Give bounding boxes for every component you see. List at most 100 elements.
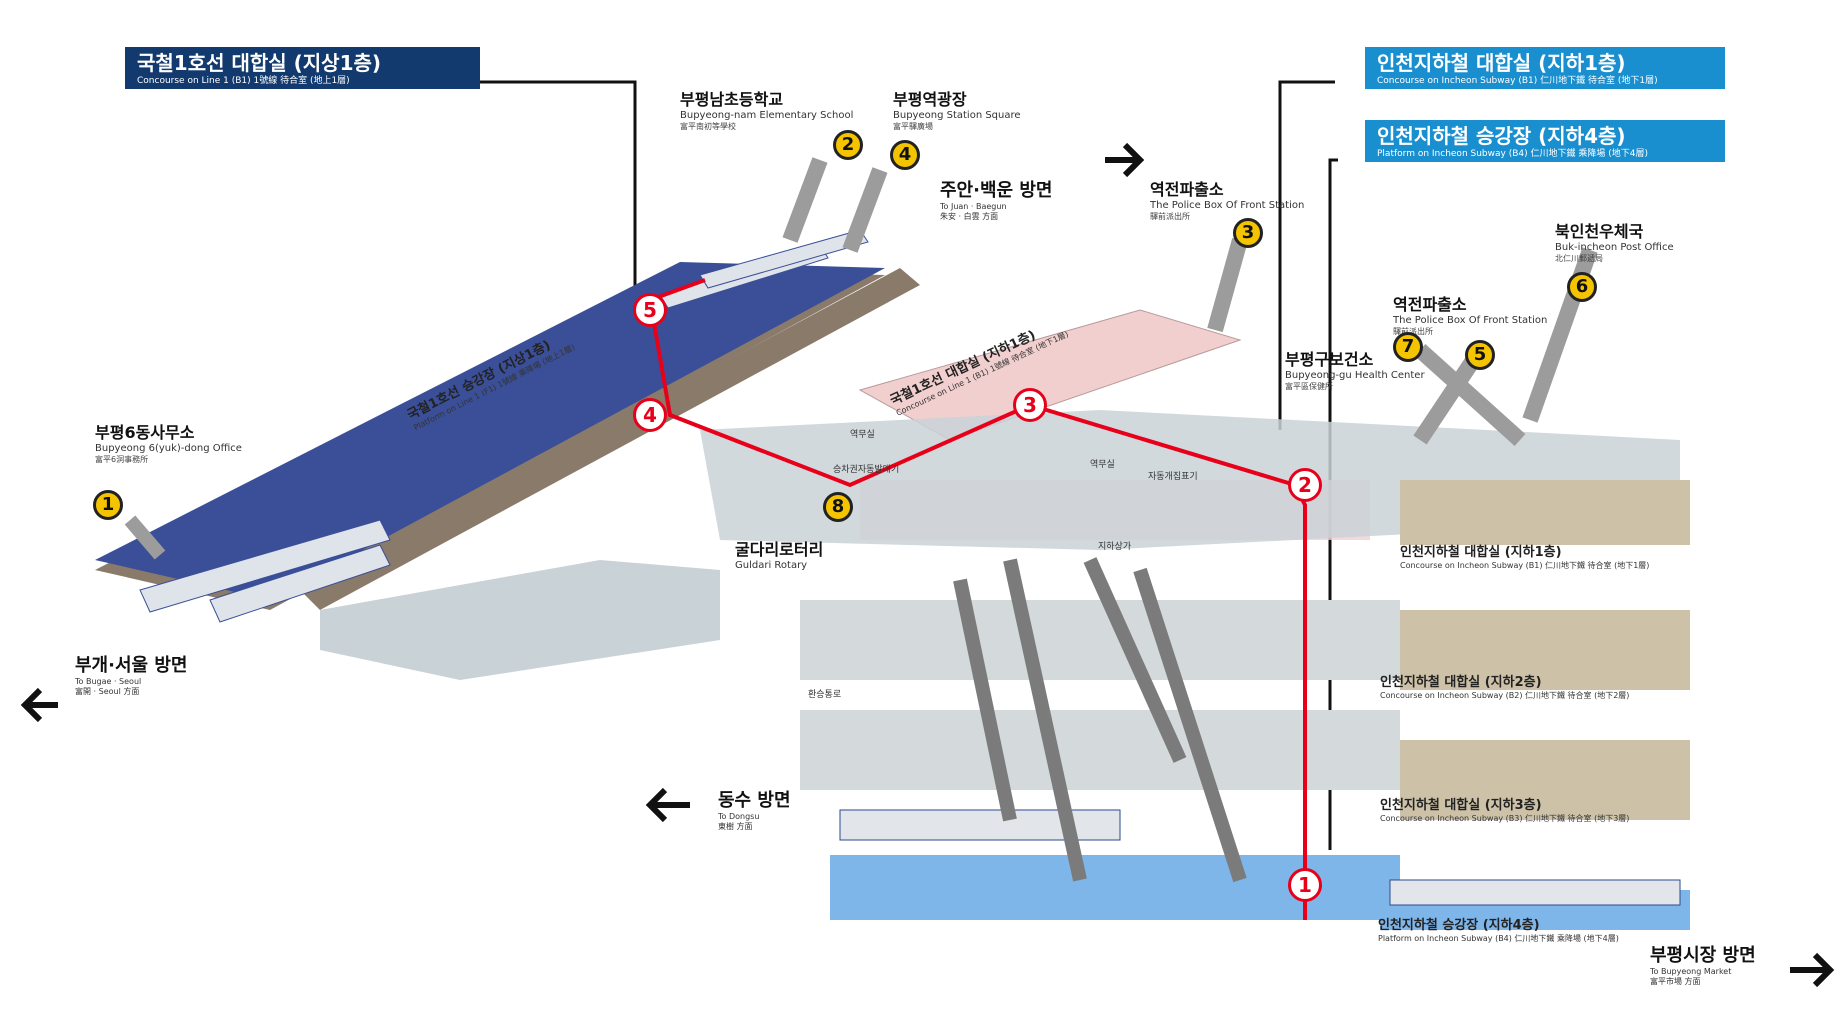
exit-3-badge[interactable]: 3 — [1233, 218, 1263, 248]
route-point-5[interactable]: 5 — [633, 293, 667, 327]
line1-concourse-leader — [470, 80, 637, 300]
landmark-square: 부평역광장 Bupyeong Station Square 富平驛廣場 — [893, 90, 1021, 132]
exit-7-badge[interactable]: 7 — [1393, 332, 1423, 362]
route-point-1[interactable]: 1 — [1288, 868, 1322, 902]
direction-bugae-en: To Bugae · Seoul — [75, 677, 142, 686]
landmark-police-1-en: The Police Box Of Front Station — [1150, 200, 1305, 211]
exit-8-badge[interactable]: 8 — [823, 492, 853, 522]
floor-incheon-b4-ko: 인천지하철 승강장 (지하4층) — [1378, 918, 1540, 933]
escalator-1 — [953, 578, 1017, 822]
landmark-school-cn: 富平南初等學校 — [680, 122, 736, 131]
b3-tan-area — [1400, 740, 1690, 820]
b1-tan-area — [1400, 480, 1690, 545]
landmark-health-center: 부평구보건소 Bupyeong-gu Health Center 富平區保健所 — [1285, 350, 1425, 392]
landmark-police-1-ko: 역전파출소 — [1150, 180, 1224, 199]
floor-incheon-b2-en: Concourse on Incheon Subway (B2) 仁川地下鐵 待… — [1380, 691, 1630, 700]
arrow-dongsu — [645, 787, 690, 823]
landmark-post-office-ko: 북인천우체국 — [1555, 222, 1644, 241]
exit-4-stairs — [842, 167, 888, 253]
landmark-square-en: Bupyeong Station Square — [893, 110, 1021, 121]
banner-incheon-concourse: 인천지하철 대합실 (지하1층) Concourse on Incheon Su… — [1365, 47, 1725, 89]
incheon-concourse-leader — [1278, 80, 1335, 430]
banner-incheon-platform: 인천지하철 승강장 (지하4층) Platform on Incheon Sub… — [1365, 120, 1725, 162]
floor-incheon-b3-en: Concourse on Incheon Subway (B3) 仁川地下鐵 待… — [1380, 814, 1630, 823]
incheon-concourse-b3 — [800, 710, 1400, 790]
direction-juan: 주안·백운 방면 To Juan · Baegun 朱安 · 白雲 方面 — [940, 180, 1052, 222]
arrow-bugae — [20, 687, 58, 723]
direction-dongsu-ko: 동수 방면 — [718, 790, 791, 811]
left-walkway — [320, 560, 720, 680]
floor-incheon-b2-ko: 인천지하철 대합실 (지하2층) — [1380, 675, 1542, 690]
exit-1-stairs — [124, 515, 166, 560]
escalator-2 — [1003, 558, 1087, 882]
floor-incheon-b2: 인천지하철 대합실 (지하2층) Concourse on Incheon Su… — [1380, 675, 1629, 701]
banner-line1-concourse: 국철1호선 대합실 (지상1층) Concourse on Line 1 (B1… — [125, 47, 480, 89]
exit-1-badge[interactable]: 1 — [93, 490, 123, 520]
floor-incheon-b4: 인천지하철 승강장 (지하4층) Platform on Incheon Sub… — [1378, 918, 1619, 944]
arrow-juan — [1105, 142, 1145, 178]
exit-2-stairs — [782, 157, 828, 243]
landmark-dong-office-ko: 부평6동사무소 — [95, 423, 195, 442]
landmark-dong-office-en: Bupyeong 6(yuk)-dong Office — [95, 443, 242, 454]
banner-incheon-platform-title: 인천지하철 승강장 (지하4층) — [1377, 124, 1626, 148]
banner-line1-concourse-title: 국철1호선 대합실 (지상1층) — [137, 51, 382, 75]
landmark-police-1-cn: 驛前派出所 — [1150, 212, 1190, 221]
landmark-health-center-en: Bupyeong-gu Health Center — [1285, 370, 1425, 381]
landmark-police-2-ko: 역전파출소 — [1393, 295, 1467, 314]
direction-bugae-ko: 부개·서울 방면 — [75, 655, 188, 676]
floor-incheon-b4-en: Platform on Incheon Subway (B4) 仁川地下鐵 乘降… — [1378, 934, 1619, 943]
floor-incheon-b1-ko: 인천지하철 대합실 (지하1층) — [1400, 545, 1562, 560]
floor-incheon-b1-en: Concourse on Incheon Subway (B1) 仁川地下鐵 待… — [1400, 561, 1650, 570]
station-office-label-1: 역무실 — [850, 430, 875, 440]
line1-train-2 — [209, 544, 391, 623]
exit-6-badge[interactable]: 6 — [1567, 272, 1597, 302]
exit-3-stairs — [1207, 237, 1248, 333]
landmark-police-2: 역전파출소 The Police Box Of Front Station 驛前… — [1393, 295, 1547, 337]
landmark-dong-office-cn: 富平6洞事務所 — [95, 455, 149, 464]
escalator-4 — [1133, 567, 1247, 883]
banner-line1-concourse-subtitle: Concourse on Line 1 (B1) 1號線 待合室 (地上1層) — [137, 76, 350, 86]
landmark-post-office-en: Buk-incheon Post Office — [1555, 242, 1674, 253]
ticket-gate-label: 자동개집표기 — [1148, 472, 1198, 482]
route-point-2[interactable]: 2 — [1288, 468, 1322, 502]
underground-mall-label: 지하상가 — [1098, 542, 1132, 552]
floor-incheon-b3-ko: 인천지하철 대합실 (지하3층) — [1380, 798, 1542, 813]
direction-market: 부평시장 방면 To Bupyeong Market 富平市場 方面 — [1650, 945, 1756, 987]
route-point-3[interactable]: 3 — [1013, 388, 1047, 422]
exit-4-badge[interactable]: 4 — [890, 140, 920, 170]
line1-platform — [95, 262, 885, 600]
landmark-square-cn: 富平驛廣場 — [893, 122, 933, 131]
landmark-rotary-en: Guldari Rotary — [735, 560, 808, 571]
direction-juan-cn: 朱安 · 白雲 方面 — [940, 212, 999, 221]
exit-2-badge[interactable]: 2 — [833, 130, 863, 160]
incheon-platform-b4 — [830, 855, 1400, 920]
exit-5-badge[interactable]: 5 — [1465, 340, 1495, 370]
landmark-school-en: Bupyeong-nam Elementary School — [680, 110, 854, 121]
escalator-3 — [1083, 557, 1187, 763]
landmark-dong-office: 부평6동사무소 Bupyeong 6(yuk)-dong Office 富平6洞… — [95, 423, 242, 465]
landmark-health-center-cn: 富平區保健所 — [1285, 382, 1333, 391]
direction-market-en: To Bupyeong Market — [1650, 967, 1732, 976]
line1-train-4 — [699, 229, 869, 289]
landmark-square-ko: 부평역광장 — [893, 90, 967, 109]
exit-7-stairs — [1414, 344, 1526, 446]
direction-market-ko: 부평시장 방면 — [1650, 945, 1756, 966]
landmark-police-2-cn: 驛前派出所 — [1393, 327, 1433, 336]
landmark-school: 부평남초등학교 Bupyeong-nam Elementary School 富… — [680, 90, 853, 132]
direction-bugae-cn: 富開 · Seoul 方面 — [75, 687, 140, 696]
landmark-police-2-en: The Police Box Of Front Station — [1393, 315, 1548, 326]
direction-juan-ko: 주안·백운 방면 — [940, 180, 1053, 201]
incheon-concourse-b2 — [800, 600, 1400, 680]
landmark-health-center-ko: 부평구보건소 — [1285, 350, 1374, 369]
direction-dongsu-en: To Dongsu — [718, 812, 760, 821]
direction-dongsu-cn: 東樹 方面 — [718, 822, 753, 831]
ticket-machine-label: 승차권자동발매기 — [833, 465, 900, 475]
landmark-police-1: 역전파출소 The Police Box Of Front Station 驛前… — [1150, 180, 1304, 222]
route-point-4[interactable]: 4 — [633, 398, 667, 432]
direction-juan-en: To Juan · Baegun — [940, 202, 1007, 211]
incheon-train-1 — [839, 809, 1121, 841]
banner-incheon-concourse-subtitle: Concourse on Incheon Subway (B1) 仁川地下鐵 待… — [1377, 76, 1658, 86]
b2-tan-area — [1400, 610, 1690, 690]
